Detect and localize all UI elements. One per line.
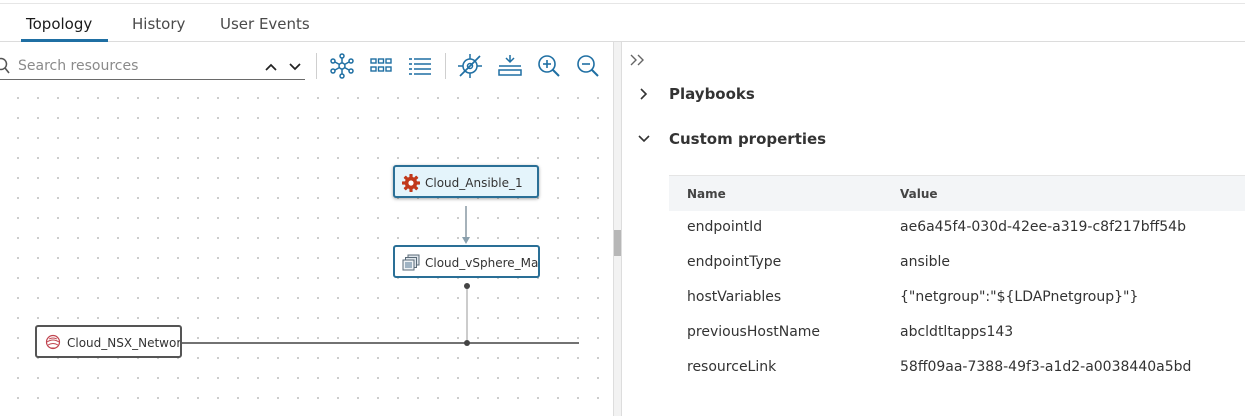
chevron-up-icon[interactable]: [264, 59, 278, 78]
splitter-handle[interactable]: [614, 230, 621, 256]
column-header-name: Name: [687, 187, 726, 201]
property-value: {"netgroup":"${LDAPnetgroup}"}: [900, 289, 1139, 305]
tab-topology[interactable]: Topology: [26, 15, 93, 33]
property-value: abcldtltapps143: [900, 324, 1014, 340]
node-cloud-vsphere-machine[interactable]: Cloud_vSphere_Machine: [393, 245, 540, 278]
chevron-down-icon[interactable]: [288, 59, 302, 78]
node-label: Cloud_vSphere_Machine: [425, 256, 539, 270]
table-row: previousHostName abcldtltapps143: [669, 315, 1245, 350]
vsphere-machine-icon: [401, 253, 421, 276]
property-name: previousHostName: [687, 324, 821, 340]
hide-connections-icon[interactable]: [456, 52, 484, 80]
property-name: endpointId: [687, 219, 763, 235]
section-label: Custom properties: [669, 130, 827, 148]
chevron-down-icon: [637, 132, 651, 150]
node-cloud-nsx-network[interactable]: Cloud_NSX_Network: [35, 325, 182, 358]
chevron-right-icon: [637, 87, 651, 105]
list-view-icon[interactable]: [406, 52, 434, 80]
top-border: [0, 0, 1245, 4]
tab-user-events[interactable]: User Events: [220, 15, 310, 33]
node-cloud-ansible[interactable]: Cloud_Ansible_1: [393, 165, 539, 198]
toolbar-divider: [316, 53, 317, 79]
canvas-toolbar: [0, 42, 613, 88]
fit-to-screen-icon[interactable]: [496, 52, 524, 80]
zoom-out-icon[interactable]: [574, 52, 602, 80]
property-value: ae6a45f4-030d-42ee-a319-c8f217bff54b: [900, 219, 1186, 235]
connections: [181, 206, 579, 346]
active-tab-indicator: [21, 39, 108, 42]
search-icon: [0, 57, 12, 79]
search-input[interactable]: [16, 57, 260, 75]
connector-dot: [464, 283, 470, 289]
toolbar-divider: [445, 53, 446, 79]
search-box: [0, 55, 305, 80]
property-value: ansible: [900, 254, 951, 270]
column-header-value: Value: [900, 187, 938, 201]
topology-canvas[interactable]: Cloud_Ansible_1 Cloud_vSphere_Machine Cl…: [0, 42, 613, 416]
property-name: endpointType: [687, 254, 782, 270]
tab-history[interactable]: History: [132, 15, 186, 33]
properties-table-header: Name Value: [669, 175, 1245, 211]
table-row: resourceLink 58ff09aa-7388-49f3-a1d2-a00…: [669, 350, 1245, 385]
connector-arrow: [462, 237, 470, 244]
property-value: 58ff09aa-7388-49f3-a1d2-a0038440a5bd: [900, 359, 1192, 375]
collapse-panel-icon[interactable]: [629, 52, 647, 72]
node-label: Cloud_Ansible_1: [425, 176, 523, 190]
table-row: endpointType ansible: [669, 245, 1245, 280]
topology-view-icon[interactable]: [328, 52, 356, 80]
grid-view-icon[interactable]: [367, 52, 395, 80]
table-row: endpointId ae6a45f4-030d-42ee-a319-c8f21…: [669, 210, 1245, 245]
network-icon: [45, 334, 61, 353]
details-panel: Playbooks Custom properties Name Value e…: [623, 42, 1245, 416]
ansible-gear-icon: [401, 173, 421, 196]
property-name: hostVariables: [687, 289, 782, 305]
panel-splitter[interactable]: [613, 42, 622, 416]
node-label: Cloud_NSX_Network: [67, 336, 182, 350]
property-name: resourceLink: [687, 359, 777, 375]
table-row: hostVariables {"netgroup":"${LDAPnetgrou…: [669, 280, 1245, 315]
tab-bar: Topology History User Events: [0, 5, 1245, 42]
zoom-in-icon[interactable]: [535, 52, 563, 80]
section-label: Playbooks: [669, 85, 755, 103]
